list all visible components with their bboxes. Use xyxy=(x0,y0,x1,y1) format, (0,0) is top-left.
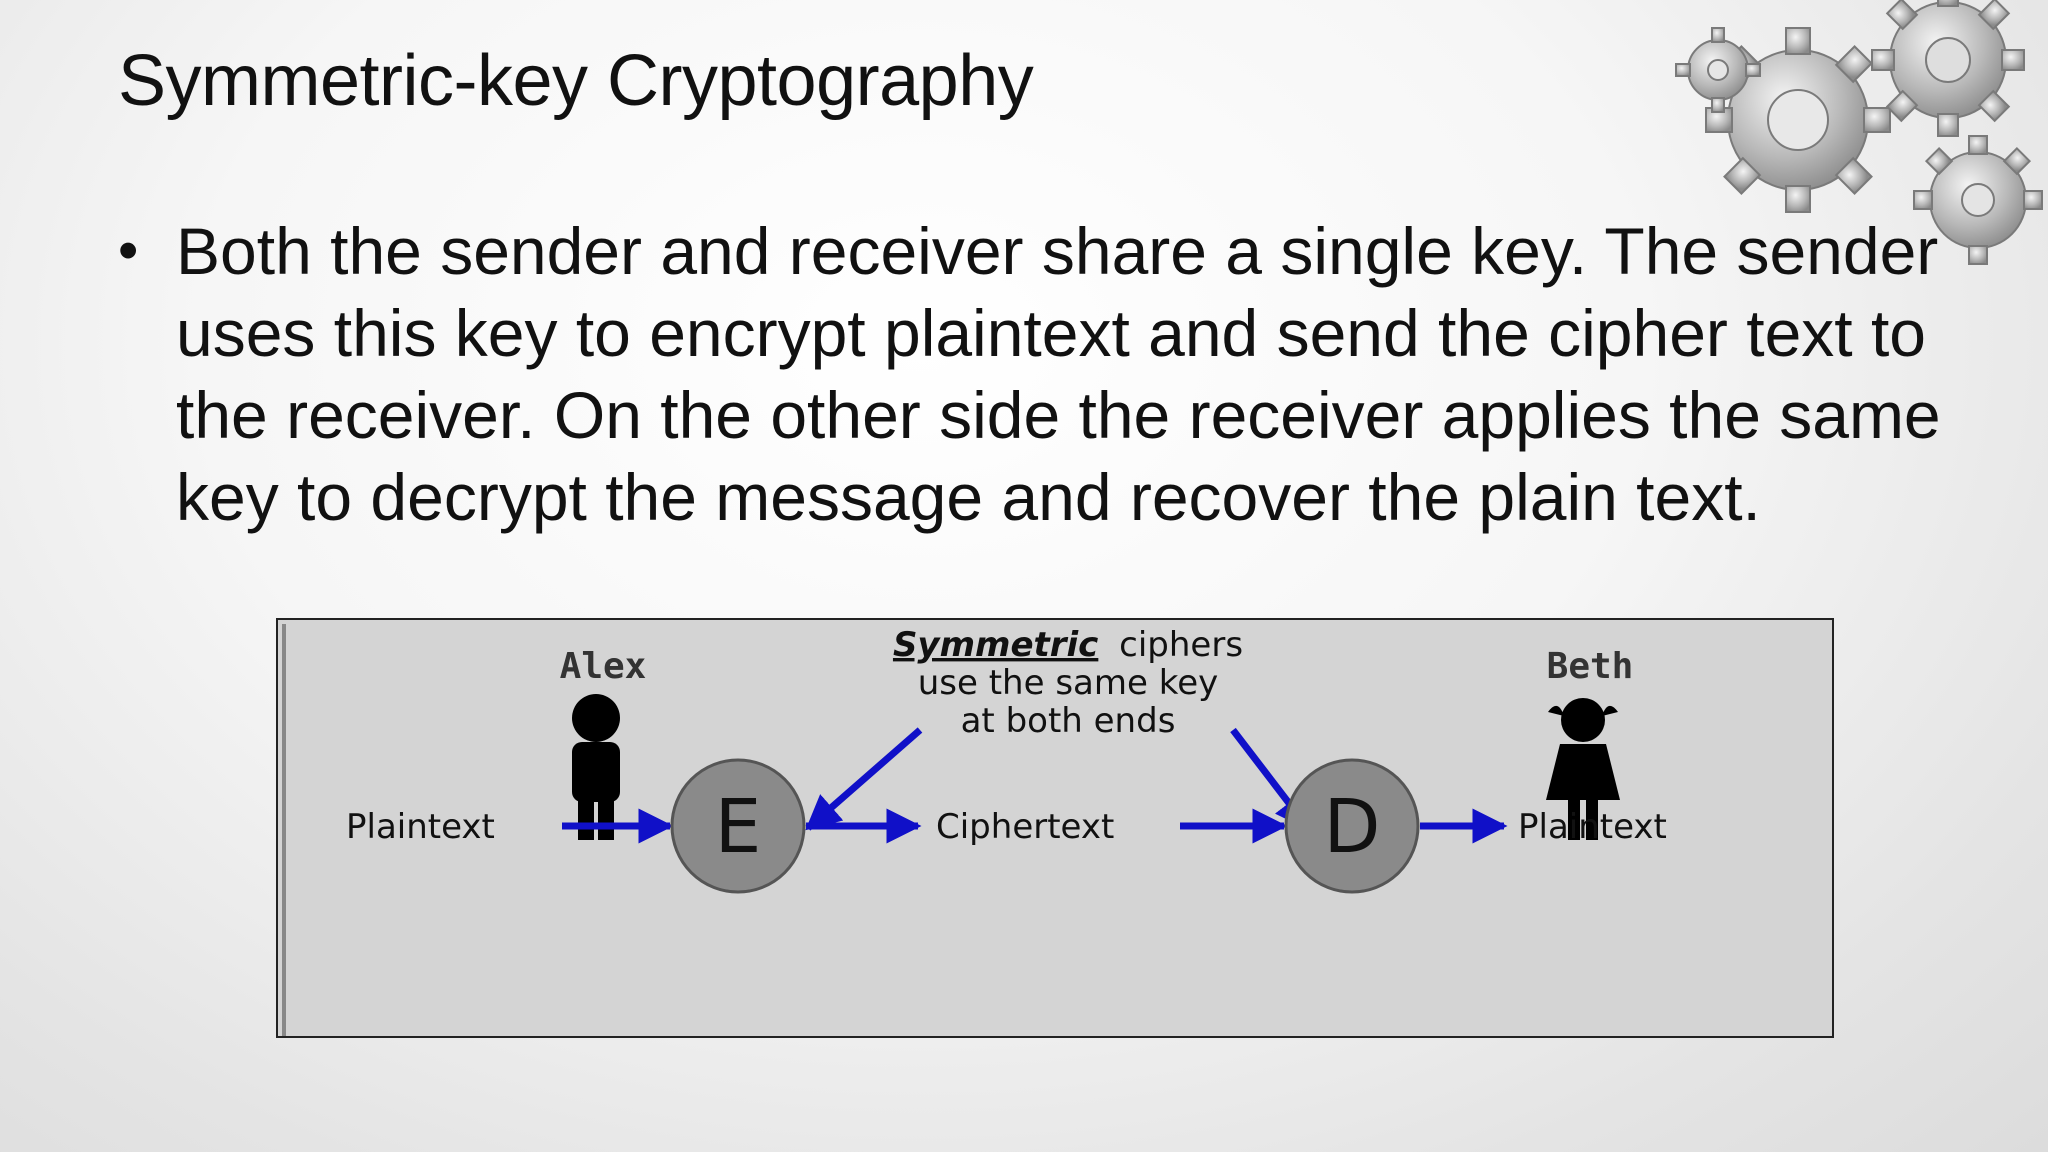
decrypt-node-label: D xyxy=(1324,784,1381,870)
receiver-name: Beth xyxy=(1547,646,1634,687)
bullet-text: Both the sender and receiver share a sin… xyxy=(176,214,1941,534)
note-line2: use the same key xyxy=(918,663,1219,703)
female-person-icon xyxy=(1546,698,1620,840)
key-arrow-encrypt xyxy=(805,727,923,831)
gears-decoration-icon xyxy=(1675,0,2043,265)
note-line1: Symmetric ciphers xyxy=(893,625,1243,665)
diagram-edge xyxy=(282,624,286,1036)
note-emphasis: Symmetric xyxy=(893,625,1098,665)
encrypt-node: E xyxy=(670,758,806,894)
note-line1-rest: ciphers xyxy=(1119,625,1243,665)
encrypt-node-label: E xyxy=(715,784,762,870)
diagram-canvas: Alex Beth Symmetric ciphers use the same… xyxy=(346,625,1667,894)
sender-name: Alex xyxy=(560,646,647,687)
slide-title: Symmetric-key Cryptography xyxy=(118,41,1034,121)
symmetric-cipher-diagram: Alex Beth Symmetric ciphers use the same… xyxy=(276,618,1834,1038)
ciphertext-label: Ciphertext xyxy=(936,807,1114,847)
plaintext-input-label: Plaintext xyxy=(346,807,495,847)
decrypt-node: D xyxy=(1284,758,1420,894)
bullet-point: • Both the sender and receiver share a s… xyxy=(118,210,1958,538)
plaintext-output-label: Plaintext xyxy=(1518,807,1667,847)
note-line3: at both ends xyxy=(961,701,1176,741)
bullet-marker: • xyxy=(118,218,139,283)
male-person-icon xyxy=(572,694,620,840)
